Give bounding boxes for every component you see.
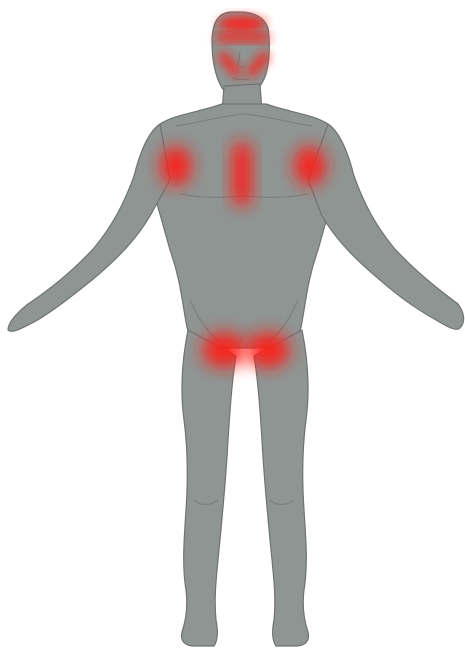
highlight-right-shoulder [294,146,326,186]
highlight-forehead [218,16,266,32]
human-silhouette [8,12,464,646]
highlight-headband [216,34,270,42]
left-arm [8,124,170,331]
left-leg [182,330,237,646]
right-leg [254,330,309,646]
highlight-right-hip [246,332,290,368]
torso [148,104,340,348]
highlight-left-hip [202,332,246,368]
highlight-sternum [232,142,252,206]
right-arm [308,124,464,329]
highlight-left-shoulder [160,146,192,186]
